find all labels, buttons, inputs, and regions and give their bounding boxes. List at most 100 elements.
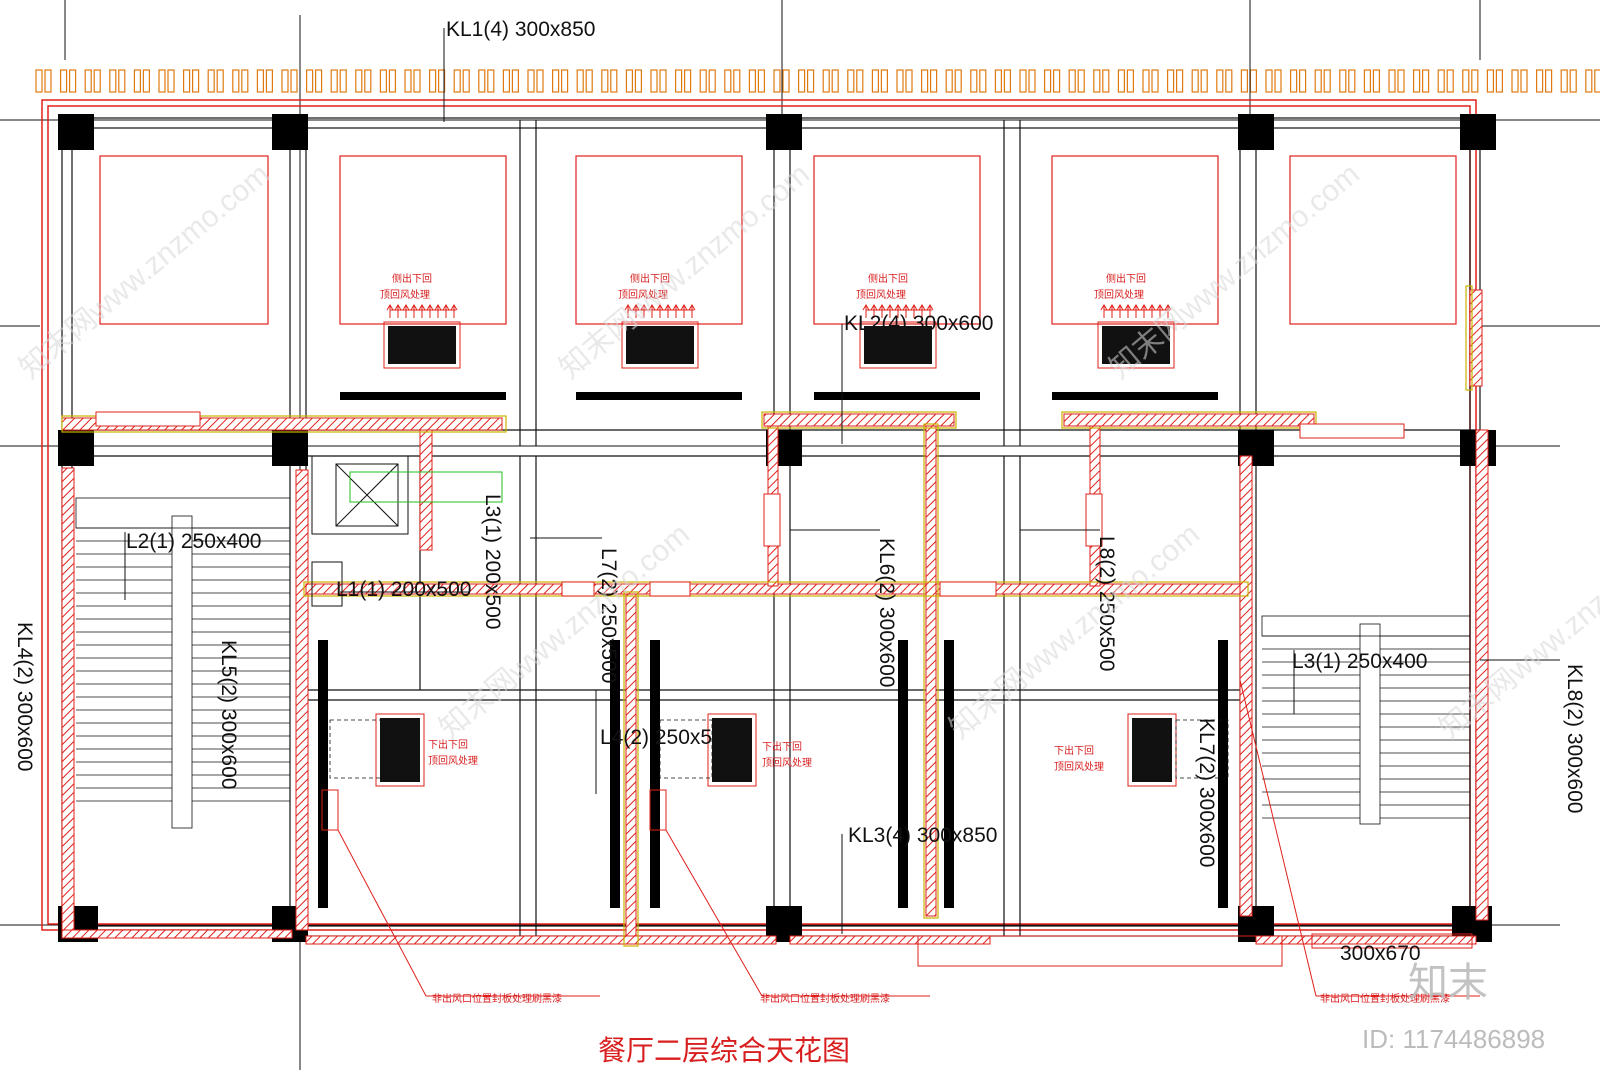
label-l8: L8(2) 250x500 [1095, 536, 1118, 671]
louver-slot [232, 69, 240, 93]
louver-slot [133, 69, 141, 93]
watermark-diagonal-5: 知末网www.znzmo.com [943, 518, 1206, 746]
louver-slot [748, 69, 757, 93]
note-g1: 下出下回 [1054, 744, 1094, 757]
louver-slot [831, 69, 839, 93]
louver-slot [708, 69, 716, 93]
louver-slot [44, 69, 52, 93]
airflow-arrow [870, 304, 878, 318]
ac-units-top [383, 304, 1175, 369]
louver-slot [1471, 69, 1479, 93]
louver-slot [674, 69, 683, 93]
label-l3-right: L3(1) 250x400 [1292, 650, 1427, 673]
note-e2: 顶回风处理 [428, 755, 478, 767]
label-l7: L7(2) 250x500 [597, 548, 620, 683]
stair-handrail [1359, 623, 1381, 825]
airflow-arrow [1124, 304, 1132, 318]
columns [58, 114, 1496, 942]
louver-slot [1289, 69, 1298, 93]
watermark-logo: 知末 [1408, 960, 1488, 1006]
label-l2: L2(1) 250x400 [126, 530, 261, 553]
upper-ceiling-panels [99, 155, 1457, 325]
label-kl7: KL7(2) 300x600 [1195, 718, 1218, 867]
airflow-arrow [656, 304, 664, 318]
louver-slot [847, 69, 855, 93]
louver-slot [1265, 69, 1273, 93]
louver-slot [1495, 69, 1504, 93]
airflow-arrow [1132, 304, 1140, 318]
louver-slot [659, 69, 667, 93]
louver-slot [453, 69, 461, 93]
louver-slot [1560, 69, 1568, 93]
airflow-arrow [894, 304, 902, 318]
louver-slot [1363, 69, 1372, 93]
louver-slot [806, 69, 815, 93]
label-kl8: KL8(2) 300x600 [1563, 664, 1586, 813]
louver-slot [1462, 69, 1470, 93]
elevator-shaft [311, 455, 503, 607]
louver-slot [1126, 69, 1135, 93]
airflow-arrow [680, 304, 688, 318]
label-l3-vertical: L3(1) 200x500 [481, 494, 504, 629]
airflow-arrow [926, 304, 934, 318]
louver-slot [905, 69, 913, 93]
label-kl6: KL6(2) 300x600 [875, 538, 898, 687]
louver-slot [1544, 69, 1553, 93]
louver-slot [1225, 69, 1233, 93]
louver-slot [896, 69, 904, 93]
louver-slot [1102, 69, 1110, 93]
airflow-arrow [918, 304, 926, 318]
louver-slot [1511, 69, 1519, 93]
louver-slot [142, 69, 150, 93]
note-d2: 顶回风处理 [1094, 289, 1144, 301]
louver-slot [1175, 69, 1184, 93]
airflow-arrow [886, 304, 894, 318]
stair-handrail [171, 515, 193, 829]
louver-slot [379, 69, 387, 93]
drawing-title: 餐厅二层综合天花图 [598, 1034, 850, 1067]
louver-slot [68, 69, 77, 93]
lower-unit-notes: 下出下回 顶回风处理 下出下回 顶回风处理 下出下回 顶回风处理 [428, 738, 1104, 773]
label-dim-bottom: 300x670 [1340, 942, 1421, 965]
note-c1: 侧出下回 [868, 272, 908, 285]
louver-slot [1535, 69, 1544, 93]
louver-slot [1569, 69, 1577, 93]
airflow-arrow [426, 304, 434, 318]
louver-slot [35, 69, 43, 93]
louver-slot [527, 69, 535, 93]
airflow-arrow [418, 304, 426, 318]
louver-slot [1200, 69, 1208, 93]
hatched-bulkheads [61, 289, 1489, 945]
airflow-arrow [1100, 304, 1108, 318]
upper-unit-notes: 侧出下回 顶回风处理 侧出下回 顶回风处理 侧出下回 顶回风处理 侧出下回 顶回… [380, 272, 1146, 301]
louver-slot [109, 69, 117, 93]
note-b2: 顶回风处理 [618, 289, 668, 301]
louver-slot [1216, 69, 1224, 93]
linear-diffusers-top [340, 392, 1218, 400]
note-e1: 下出下回 [428, 738, 468, 751]
airflow-arrow [648, 304, 656, 318]
louver-slot [167, 69, 175, 93]
note-a2: 顶回风处理 [380, 289, 430, 301]
airflow-arrow [624, 304, 632, 318]
louver-slot [601, 69, 609, 93]
label-kl2: KL2(4) 300x600 [844, 312, 993, 335]
louver-slot [256, 69, 264, 93]
label-leaders [124, 28, 1560, 934]
louver-slot [979, 69, 987, 93]
louver-slot [625, 69, 634, 93]
louver-slot [994, 69, 1003, 93]
louver-slot [84, 69, 92, 93]
louver-slot [207, 69, 215, 93]
louver-slot [920, 69, 929, 93]
airflow-arrow [632, 304, 640, 318]
louver-slot [1348, 69, 1356, 93]
louver-slot [1028, 69, 1036, 93]
note-b1: 侧出下回 [630, 272, 670, 285]
watermark-diagonal-3: 知末网www.znzmo.com [1103, 158, 1366, 386]
airflow-arrow [910, 304, 918, 318]
louver-slot [1166, 69, 1175, 93]
watermark-diagonal-1: 知末网www.znzmo.com [13, 158, 276, 386]
label-l4: L4(2) 250x500 [600, 726, 735, 749]
